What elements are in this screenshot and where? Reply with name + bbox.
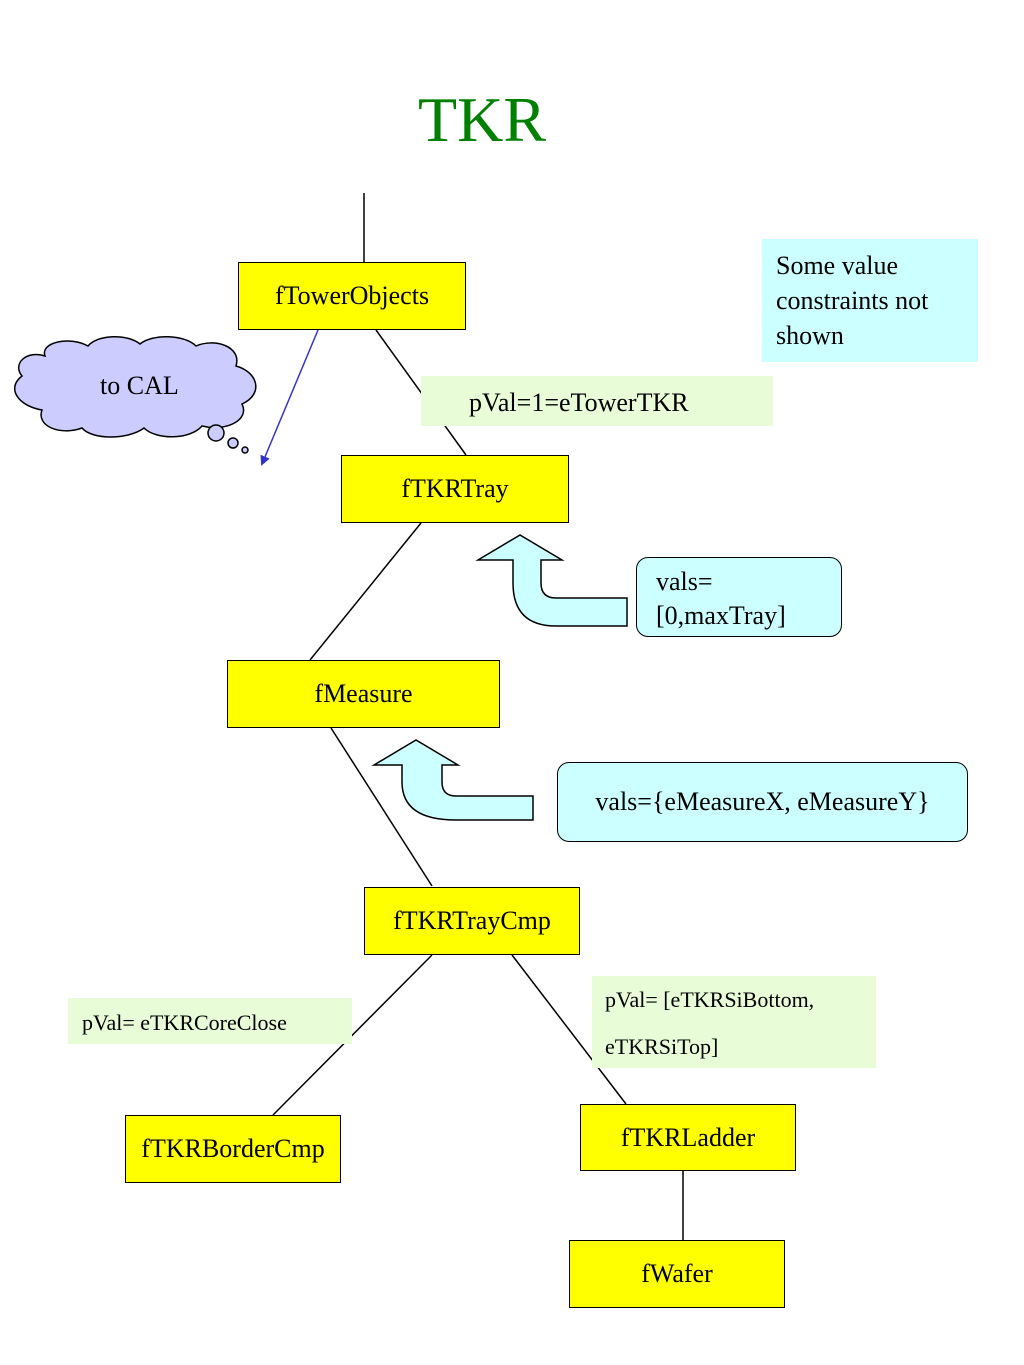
- constraints-note: Some value constraints not shown: [762, 239, 978, 362]
- to-cal-arrow: [260, 329, 319, 466]
- vals-tray-line1: vals=: [656, 567, 713, 596]
- constraint-arrow-tray: [475, 534, 628, 627]
- pval-si-note: pVal= [eTKRSiBottom, eTKRSiTop]: [592, 976, 876, 1068]
- node-measure: fMeasure: [227, 660, 500, 728]
- node-tkr-ladder: fTKRLadder: [580, 1104, 796, 1171]
- pval-core-note: pVal= eTKRCoreClose: [68, 998, 352, 1044]
- connector-lines: [272, 193, 684, 1240]
- constraints-note-line3: shown: [776, 321, 844, 350]
- constraints-note-line2: constraints not: [776, 286, 929, 315]
- node-tkr-border-cmp: fTKRBorderCmp: [125, 1115, 341, 1183]
- vals-tray-box: vals= [0,maxTray]: [636, 557, 842, 637]
- pval-core-text: pVal= eTKRCoreClose: [82, 1010, 287, 1035]
- node-wafer: fWafer: [569, 1240, 785, 1308]
- to-cal-cloud: [13, 336, 257, 454]
- pval-tower-note: pVal=1=eTowerTKR: [421, 376, 773, 426]
- line-measure-to-tray-cmp: [330, 727, 433, 887]
- line-tkr-tray-to-measure: [309, 522, 422, 661]
- pval-si-line2: eTKRSiTop]: [605, 1034, 719, 1059]
- constraint-arrow-measure: [371, 739, 534, 821]
- constraints-note-line1: Some value: [776, 251, 899, 280]
- pval-si-line1: pVal= [eTKRSiBottom,: [605, 987, 815, 1012]
- vals-measure-text: vals={eMeasureX, eMeasureY}: [595, 787, 930, 816]
- to-cal-label: to CAL: [100, 371, 179, 400]
- node-tower-objects: fTowerObjects: [238, 262, 466, 330]
- vals-tray-line2: [0,maxTray]: [656, 601, 786, 630]
- vals-measure-box: vals={eMeasureX, eMeasureY}: [557, 762, 968, 842]
- line-tray-cmp-to-border-cmp: [272, 954, 433, 1116]
- page-title: TKR: [418, 84, 546, 155]
- pval-tower-text: pVal=1=eTowerTKR: [469, 388, 689, 417]
- line-tray-cmp-to-ladder: [511, 954, 627, 1105]
- node-tkr-tray-cmp: fTKRTrayCmp: [364, 887, 580, 955]
- node-tkr-tray: fTKRTray: [341, 455, 569, 523]
